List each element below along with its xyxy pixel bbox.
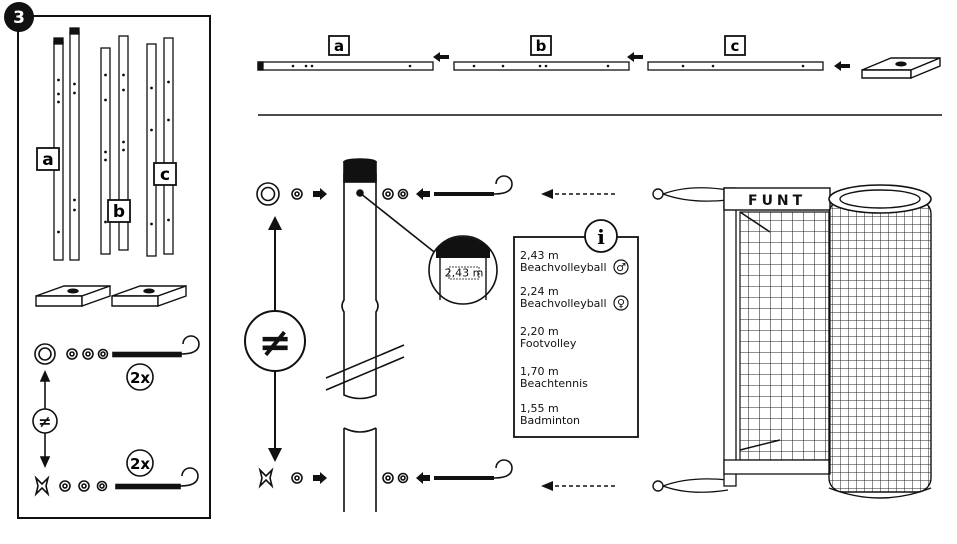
base-plate-top <box>861 56 941 80</box>
main-pole <box>325 158 439 512</box>
svg-text:2x: 2x <box>130 369 150 387</box>
svg-text:≠: ≠ <box>38 412 51 431</box>
label-top-c: c <box>724 35 746 56</box>
label-a: a <box>36 147 60 171</box>
svg-text:a: a <box>42 150 53 170</box>
svg-text:b: b <box>113 202 125 222</box>
height-value: 1,70 m <box>520 365 559 378</box>
label-top-a: a <box>328 35 350 56</box>
eye-bolt-hardware-upper <box>34 335 200 365</box>
height-info-box: i 2,43 m Beachvolleyball ♂ 2,24 m Beachv… <box>513 219 639 438</box>
dashed-arrows <box>541 189 618 491</box>
parts-panel: 3 a b <box>4 2 211 519</box>
height-value: 2,20 m <box>520 325 559 338</box>
svg-text:c: c <box>731 37 740 55</box>
female-icon: ♀ <box>617 297 625 310</box>
label-c: c <box>153 162 177 186</box>
height-value: 1,55 m <box>520 402 559 415</box>
height-value: 2,24 m <box>520 285 559 298</box>
svg-text:2x: 2x <box>130 455 150 473</box>
height-value: 2,43 m <box>520 249 559 262</box>
svg-text:a: a <box>334 37 344 55</box>
pole-zoom-detail: 2,43 m <box>428 235 498 305</box>
brand-logo: FUNT <box>748 193 806 209</box>
svg-text:b: b <box>536 37 547 55</box>
height-label: Beachtennis <box>520 377 588 390</box>
pole-c-horizontal <box>647 61 824 71</box>
pole-b-horizontal <box>453 61 630 71</box>
pole-b-pair <box>100 35 129 255</box>
pole-marking: 2,43 m <box>445 267 484 280</box>
svg-text:≠: ≠ <box>258 320 292 366</box>
wing-nut-hardware-lower <box>34 467 199 497</box>
height-label: Footvolley <box>520 337 577 350</box>
male-icon: ♂ <box>616 261 626 274</box>
quantity-badge-upper: 2x <box>126 363 154 391</box>
step-badge: 3 <box>4 2 34 32</box>
arrow-left-3 <box>834 61 850 71</box>
pole-hardware-right <box>382 175 513 484</box>
height-label: Badminton <box>520 414 580 427</box>
step-number: 3 <box>13 8 25 28</box>
not-equal-large: ≠ <box>244 216 306 462</box>
base-plates <box>35 285 187 307</box>
label-b: b <box>107 199 131 223</box>
pole-hardware-left <box>256 182 327 489</box>
not-equal-small: ≠ <box>32 370 58 468</box>
pole-a-horizontal <box>257 61 434 71</box>
pole-a-pair <box>53 27 80 261</box>
volleyball-net: FUNT <box>652 184 932 499</box>
quantity-badge-lower: 2x <box>126 449 154 477</box>
pole-c-pair <box>146 37 174 257</box>
arrow-left-1 <box>433 52 449 62</box>
height-label: Beachvolleyball <box>520 297 607 310</box>
arrow-left-2 <box>627 52 643 62</box>
info-icon: i <box>597 225 605 249</box>
svg-text:c: c <box>160 165 170 185</box>
label-top-b: b <box>530 35 552 56</box>
height-label: Beachvolleyball <box>520 261 607 274</box>
pole-assembly-sequence: a b c <box>257 35 941 80</box>
